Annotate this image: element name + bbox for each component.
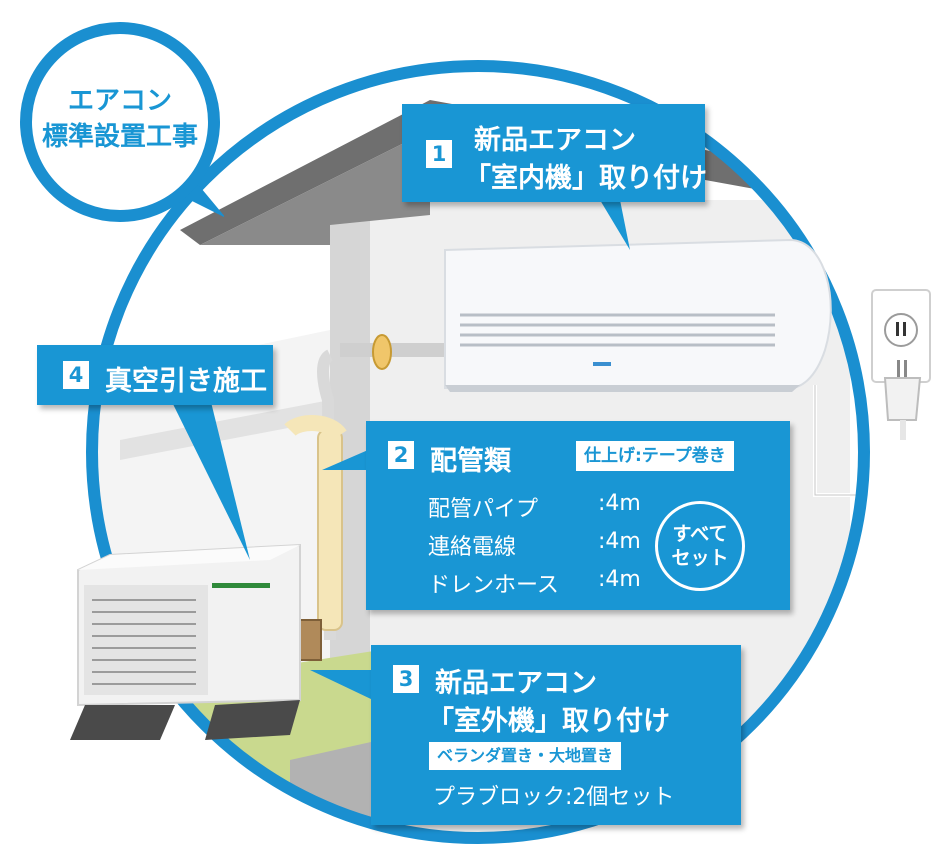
all-set-line2: セット [671, 547, 729, 569]
step4-number: 4 [63, 361, 89, 389]
installation-badge: エアコン 標準設置工事 [16, 18, 224, 226]
step2-callout: 2 配管類 仕上げ:テープ巻き 配管パイプ :4m 連絡電線 :4m ドレンホー… [366, 421, 790, 610]
step1-callout: 1 新品エアコン 「室内機」取り付け [402, 104, 707, 202]
drain-hose-item-value: :4m [598, 567, 641, 592]
wire-item-name: 連絡電線 [428, 535, 517, 560]
step1-line1: 新品エアコン [474, 125, 636, 156]
indoor-unit-illustration [444, 238, 832, 392]
step3-number: 3 [393, 665, 419, 693]
step3-block-set: プラブロック:2個セット [433, 785, 675, 810]
step2-title: 配管類 [430, 446, 511, 477]
step3-line2: 「室外機」取り付け [427, 706, 670, 737]
badge-title-line2: 標準設置工事 [41, 122, 198, 152]
step4-label: 真空引き施工 [105, 366, 267, 397]
wire-item-value: :4m [598, 529, 641, 554]
wall-outlet-icon [871, 289, 931, 383]
step3-placement-tag: ベランダ置き・大地置き [429, 742, 622, 770]
badge-circle-icon [20, 22, 224, 222]
badge-title-line1: エアコン [67, 86, 172, 116]
drain-hose-item-name: ドレンホース [428, 573, 559, 598]
step4-callout: 4 真空引き施工 [37, 345, 273, 405]
step1-line2: 「室内機」取り付け [464, 163, 707, 194]
pipe-item-name: 配管パイプ [428, 497, 539, 522]
all-set-line1: すべて [672, 523, 728, 545]
step2-number: 2 [388, 441, 414, 469]
step1-number: 1 [426, 140, 452, 168]
all-set-badge: すべて セット [655, 501, 745, 591]
outdoor-unit-illustration [70, 543, 301, 740]
plug-icon [883, 360, 922, 440]
pipe-item-value: :4m [598, 491, 641, 516]
step2-finish-tag: 仕上げ:テープ巻き [576, 441, 734, 471]
step3-callout: 3 新品エアコン 「室外機」取り付け ベランダ置き・大地置き プラブロック:2個… [371, 645, 741, 825]
step3-line1: 新品エアコン [435, 668, 597, 699]
